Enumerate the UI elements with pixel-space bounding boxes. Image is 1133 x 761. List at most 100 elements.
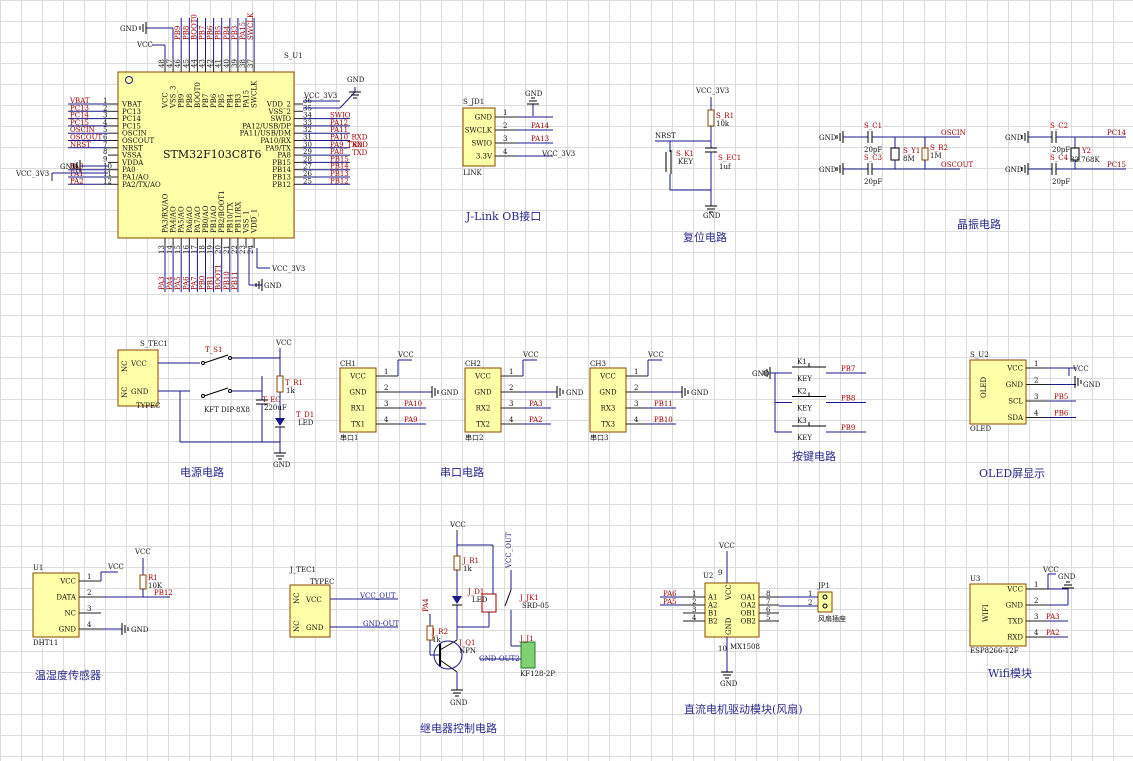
mcu-bottom-num: 19 bbox=[207, 245, 215, 254]
motor-right-num: 5 bbox=[766, 614, 770, 622]
power-sw-ref: T_S1 bbox=[205, 346, 222, 354]
mcu-right-pin: PB12 bbox=[272, 181, 291, 189]
mcu-top-num: 45 bbox=[182, 59, 190, 68]
mcu-top-net: PB5 bbox=[215, 26, 223, 40]
serial-ref: CH3 bbox=[590, 360, 606, 368]
relay-r1-ref: J_R1 bbox=[462, 557, 479, 565]
button-name: KEY bbox=[797, 375, 812, 383]
serial-pin-num: 4 bbox=[634, 416, 639, 424]
mcu-top-pin: PB4 bbox=[226, 93, 234, 108]
wifi-pin-num: 3 bbox=[1034, 613, 1038, 621]
mcu-left-net: OSCIN bbox=[70, 126, 95, 134]
wifi-net: PA3 bbox=[1046, 613, 1060, 621]
serial-pin-num: 3 bbox=[384, 400, 388, 408]
motor-right-num: 6 bbox=[766, 606, 771, 614]
xtal-r2-icon bbox=[921, 147, 929, 161]
wifi-pin: RXD bbox=[1007, 634, 1023, 642]
mcu-bottom-num: 18 bbox=[199, 245, 207, 254]
serial-pin: GND bbox=[349, 389, 367, 397]
button-net: PB7 bbox=[841, 365, 855, 373]
serial-pin: VCC bbox=[349, 373, 366, 381]
power-typec-body[interactable] bbox=[117, 349, 159, 407]
dht-body[interactable] bbox=[32, 572, 80, 638]
wifi-pin-num: 4 bbox=[1034, 629, 1039, 637]
mcu-right-num: 26 bbox=[303, 170, 312, 178]
button-net: PB9 bbox=[841, 424, 855, 432]
mcu-right-net: PB14 bbox=[330, 163, 349, 171]
jlink-pin: SWCLK bbox=[465, 127, 493, 135]
button-ref: K2 bbox=[797, 388, 807, 396]
mcu-bottom-num: 17 bbox=[190, 245, 198, 254]
motor-right-pin: OB1 bbox=[741, 610, 756, 618]
mcu-bottom-net: PA7 bbox=[190, 276, 198, 290]
motor-left-pin: A1 bbox=[707, 594, 718, 602]
mcu-bottom-num: 21 bbox=[223, 245, 231, 254]
mcu-top-pin: SWCLK bbox=[251, 80, 259, 108]
mcu-right-pin: PA8 bbox=[277, 152, 291, 160]
mcu-left-num: 3 bbox=[103, 112, 107, 120]
mcu-right-net: PA11 bbox=[330, 126, 348, 134]
motor-right-num: 8 bbox=[766, 590, 770, 598]
serial-ref: CH2 bbox=[465, 360, 481, 368]
motor-body[interactable] bbox=[704, 582, 760, 638]
serial-body[interactable] bbox=[339, 367, 377, 433]
mcu-left-pin: PA1/AO bbox=[122, 174, 149, 182]
serial-vcc: VCC bbox=[522, 351, 539, 359]
serial-body[interactable] bbox=[464, 367, 502, 433]
power-gnd-pin: GND bbox=[131, 388, 149, 396]
motor-vcc-pin: VCC bbox=[725, 584, 733, 601]
oled-title: OLED屏显示 bbox=[979, 467, 1045, 480]
mcu-right-net: PA9_TXD bbox=[330, 141, 363, 149]
mcu-top-pin: PB9 bbox=[178, 94, 186, 108]
mcu-top-net: BOOT0 bbox=[190, 14, 198, 40]
mcu-top-num: 37 bbox=[247, 59, 255, 68]
motor-jp-body[interactable] bbox=[817, 591, 833, 613]
mcu-right-num: 28 bbox=[303, 155, 312, 163]
mcu-right-pin: PB13 bbox=[272, 174, 291, 182]
crystal-title: 晶振电路 bbox=[957, 217, 1001, 231]
serial-pin-num: 2 bbox=[634, 384, 638, 392]
mcu-bottom-pin: PA4/AO bbox=[170, 206, 178, 233]
motor-left-pin: B1 bbox=[708, 610, 718, 618]
relay-d-ref: J_D1 bbox=[467, 588, 484, 596]
mcu-bottom-pin: PA6/AO bbox=[186, 206, 194, 233]
mcu-top-net: PB4 bbox=[223, 25, 231, 40]
reset-gnd: GND bbox=[703, 212, 721, 220]
mcu-left-pin: PC15 bbox=[122, 122, 141, 130]
xtal-c4-ref: S_C4 bbox=[1050, 154, 1069, 162]
motor-left-num: 3 bbox=[692, 606, 696, 614]
mcu-bottom-pin: PB11/RX bbox=[234, 202, 242, 233]
power-nc-1: NC bbox=[121, 361, 129, 372]
jlink-net: PA13 bbox=[531, 135, 549, 143]
power-vcc-pin: VCC bbox=[130, 360, 147, 368]
mcu-body[interactable] bbox=[117, 71, 295, 239]
mcu-bottom-pin: PB0/AO bbox=[202, 205, 210, 233]
buttons-title: 按键电路 bbox=[792, 449, 836, 463]
mcu-left-pin: OSCIN bbox=[122, 130, 147, 138]
relay-typec-body[interactable] bbox=[289, 584, 331, 638]
motor-gnd-pin: GND bbox=[725, 617, 733, 635]
power-title: 电源电路 bbox=[180, 465, 224, 479]
power-led-icon bbox=[275, 418, 285, 426]
xtal-y1-icon bbox=[890, 147, 900, 161]
mcu-left-net: PC13 bbox=[70, 104, 89, 112]
mcu-right-pin: PA10/RX bbox=[260, 137, 291, 145]
oled-body[interactable] bbox=[969, 359, 1027, 425]
jlink-body[interactable] bbox=[462, 107, 496, 167]
relay-r2-value: 1k bbox=[432, 636, 441, 644]
mcu-bottom-net: PA4 bbox=[166, 276, 174, 290]
mcu-bottom-net: PB1 bbox=[207, 276, 215, 290]
serial-body[interactable] bbox=[589, 367, 627, 433]
serial-pin: VCC bbox=[599, 373, 616, 381]
mcu-ref: S_U1 bbox=[284, 52, 303, 60]
wifi-body[interactable] bbox=[969, 583, 1027, 647]
power-resistor-icon bbox=[276, 375, 284, 393]
reset-nrst: NRST bbox=[655, 132, 676, 140]
mcu-top-num: 39 bbox=[231, 59, 239, 68]
relay-gnd-out: GND-OUT bbox=[363, 620, 399, 628]
xtal-gnd-2: GND bbox=[819, 166, 837, 174]
mcu-right-num: 31 bbox=[303, 134, 312, 142]
mcu-left-gnd: GND bbox=[60, 163, 78, 171]
mcu-bottom-num: 20 bbox=[215, 245, 223, 254]
